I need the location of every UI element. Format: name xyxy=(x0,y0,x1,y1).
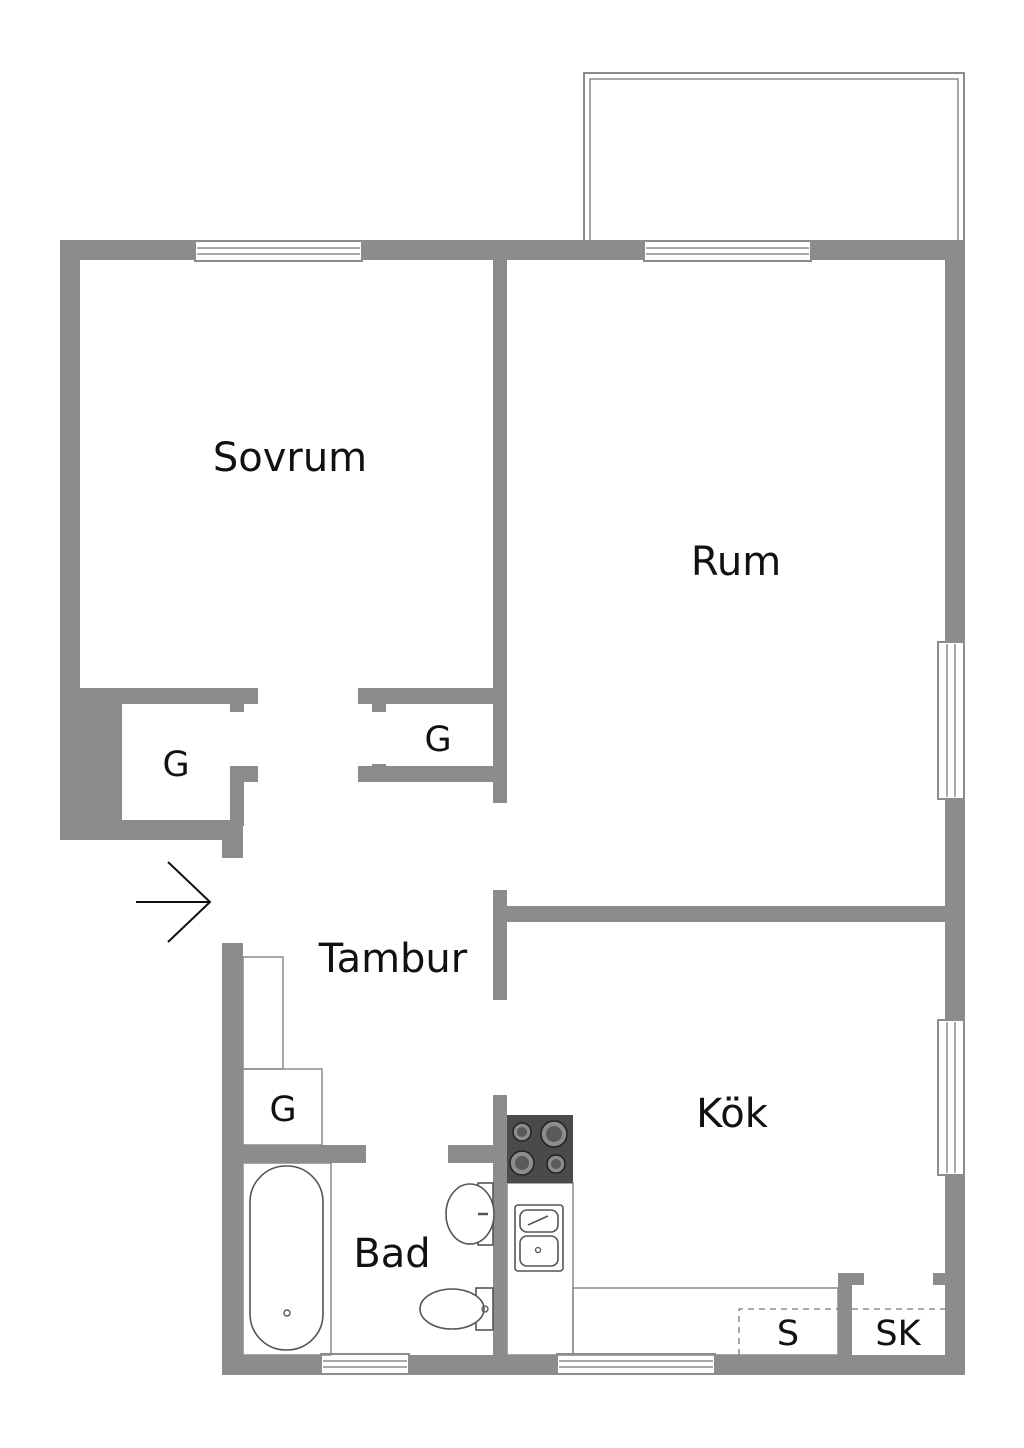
wall-bedroom-bottom-right xyxy=(358,688,498,704)
wall-kitchen-right-stub xyxy=(933,1273,945,1285)
outer-walls xyxy=(60,240,965,1375)
windows xyxy=(194,240,965,1375)
room-label-bathroom: Bad xyxy=(353,1231,430,1277)
wall-entry-step xyxy=(60,820,243,840)
closet-label-living: G xyxy=(424,720,451,760)
window-bath xyxy=(320,1353,410,1375)
wall-closet-right-bottom xyxy=(358,766,498,782)
wall-living-kitchen xyxy=(493,906,965,922)
closet-label-bedroom: G xyxy=(162,745,189,785)
wall-left-lower xyxy=(222,943,243,1375)
wall-closet-right-top-stub xyxy=(372,702,386,712)
label-wardrobe-s: S xyxy=(777,1314,799,1354)
room-label-bedroom: Sovrum xyxy=(213,435,367,481)
window-bedroom xyxy=(194,240,363,262)
wall-bath-top-left xyxy=(243,1145,366,1163)
window-kitchen-right xyxy=(937,1019,965,1176)
interior-walls xyxy=(80,240,965,1375)
wall-closet-left-inner xyxy=(118,688,122,823)
bathroom-sink xyxy=(445,1182,495,1246)
wall-closet-left-post xyxy=(230,766,244,826)
room-label-living: Rum xyxy=(691,539,781,585)
wall-bedroom-living xyxy=(493,240,507,803)
stove-icon xyxy=(507,1115,573,1183)
kitchen-sink-icon xyxy=(514,1204,564,1272)
wall-bath-top-right xyxy=(448,1145,498,1163)
fridge-dashed xyxy=(738,1308,945,1355)
room-label-hallway: Tambur xyxy=(318,936,468,982)
room-label-kitchen: Kök xyxy=(696,1091,769,1137)
wall-closet-left-stub xyxy=(244,766,258,782)
wall-hall-stub xyxy=(493,890,507,1000)
bathtub xyxy=(242,1162,332,1356)
window-kitchen-bottom xyxy=(556,1353,716,1375)
window-living-right xyxy=(937,641,965,800)
window-living-top xyxy=(643,240,812,262)
wall-closet-right-bottom-stub xyxy=(372,764,386,768)
closet-label-hall: G xyxy=(269,1090,296,1130)
wall-kitchen-divider xyxy=(838,1273,852,1375)
wall-left-fill xyxy=(60,690,118,840)
label-cabinet-sk: SK xyxy=(875,1314,921,1354)
entrance-arrow-icon xyxy=(136,861,212,943)
balcony xyxy=(583,72,965,242)
wall-kitchen-bath xyxy=(493,1095,507,1375)
toilet xyxy=(419,1287,494,1331)
wall-entry-jamb xyxy=(222,820,243,858)
wall-closet-left-top-stub xyxy=(230,702,244,712)
wall-bedroom-bottom-left xyxy=(80,688,258,704)
wall-right xyxy=(945,240,965,1375)
hall-wardrobe xyxy=(242,956,323,1146)
